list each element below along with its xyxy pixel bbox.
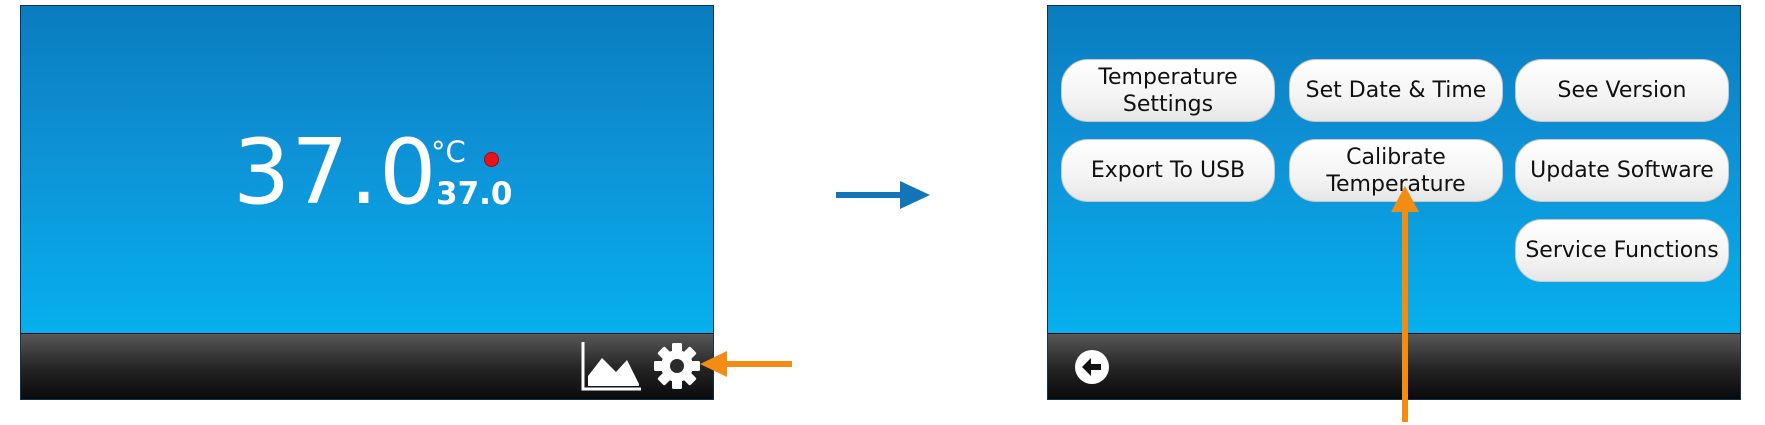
heating-status-dot <box>484 152 499 167</box>
see-version-button[interactable]: See Version <box>1515 59 1729 122</box>
area-chart-icon[interactable] <box>580 340 642 392</box>
transition-arrow-icon <box>836 181 930 209</box>
menu-area: Temperature Settings Set Date & Time See… <box>1048 6 1740 334</box>
temperature-unit: °C <box>431 135 466 169</box>
back-arrow-icon[interactable] <box>1074 349 1110 385</box>
display-area: 37.0 °C 37.0 <box>21 6 713 334</box>
home-screen: 37.0 °C 37.0 <box>20 5 714 400</box>
update-software-button[interactable]: Update Software <box>1515 139 1729 202</box>
setpoint-temperature: 37.0 <box>436 176 513 212</box>
set-date-time-button[interactable]: Set Date & Time <box>1289 59 1503 122</box>
calibrate-temperature-button[interactable]: Calibrate Temperature <box>1289 139 1503 202</box>
bottom-toolbar <box>21 333 713 399</box>
calibrate-highlight-arrow-icon <box>1391 186 1419 422</box>
temperature-settings-button[interactable]: Temperature Settings <box>1061 59 1275 122</box>
current-temperature: 37.0 <box>233 120 438 225</box>
settings-highlight-arrow-icon <box>700 351 792 377</box>
service-functions-button[interactable]: Service Functions <box>1515 219 1729 282</box>
settings-screen: Temperature Settings Set Date & Time See… <box>1047 5 1741 400</box>
gear-icon[interactable] <box>653 342 701 390</box>
bottom-toolbar <box>1048 333 1740 399</box>
export-to-usb-button[interactable]: Export To USB <box>1061 139 1275 202</box>
